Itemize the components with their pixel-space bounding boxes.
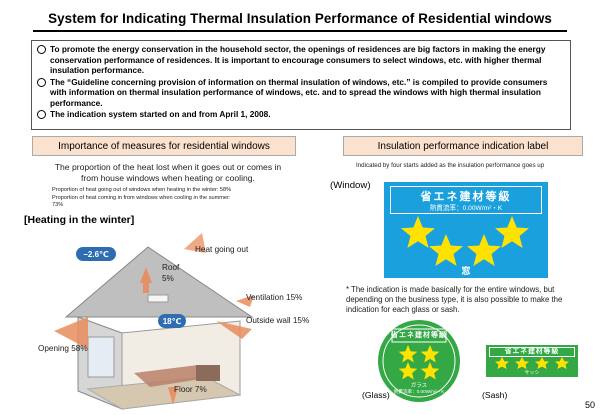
label-outside-wall: Outside wall 15% [246,316,310,325]
window-indication-label: 省エネ建材等級 熱貫流率：0.00W/m²・K 窓 [384,182,548,278]
sash-badge-title: 省エネ建材等級 [489,347,575,357]
heat-arrow-wall [216,321,252,339]
air-conditioner [147,294,169,303]
proportion-cooling: Proportion of heat coming in from window… [52,195,231,201]
house-diagram [54,233,254,410]
star-icon [535,357,549,369]
window-caption: (Window) [330,180,371,191]
section-header-label: Insulation performance indication label [343,136,583,156]
window-opening [87,336,115,378]
intro-bullet-text: The indication system started on and fro… [50,109,271,119]
lead-text: The proportion of the heat lost when it … [54,162,282,183]
star-icon [420,345,440,363]
label-opening: Opening 58% [38,344,88,353]
star-icon [495,357,509,369]
label-roof-pct: 5% [162,274,174,283]
glass-badge-rate: 熱貫流率：0.00W/m²・K [393,389,445,394]
page-number: 50 [585,400,596,410]
star-icon [429,234,463,266]
star-icon [401,216,435,248]
inside-temp-badge: 18℃ [158,314,186,328]
label-floor: Floor 7% [174,385,207,394]
proportion-cooling-value: 73% [52,202,64,206]
intro-bullet: To promote the energy conservation in th… [37,44,565,76]
sash-badge-sub: サッシ [524,370,540,376]
star-icon [398,362,418,380]
intro-box: To promote the energy conservation in th… [31,40,571,130]
outside-temp-badge: −2.6℃ [76,247,116,261]
page-title: System for Indicating Thermal Insulation… [48,11,552,26]
section-header-importance: Importance of measures for residential w… [32,136,296,156]
glass-badge-sub: ガラス [410,383,428,389]
star-icon [555,357,569,369]
label-roof: Roof [162,263,180,272]
star-icon [467,234,501,266]
intro-bullet: The indication system started on and fro… [37,109,565,120]
glass-indication-label: 省エネ建材等級 ガラス 熱貫流率：0.00W/m²・K [378,320,460,402]
sash-caption: (Sash) [482,390,508,400]
label-ventilation: Ventilation 15% [246,293,303,302]
label-heat-going-out: Heat going out [195,245,249,254]
heat-arrow-ventilation [236,295,254,307]
label-card-rate: 熱貫流率：0.00W/m²・K [429,205,503,212]
sofa [196,365,220,381]
indication-note: Indicated by four starts added as the in… [356,162,545,169]
heat-arrow-opening [54,317,88,349]
sash-indication-label: 省エネ建材等級 サッシ [486,345,578,377]
intro-bullet: The “Guideline concerning provision of i… [37,77,565,109]
bullet-circle-icon [37,77,46,87]
heating-title: [Heating in the winter] [24,214,135,226]
label-card-title: 省エネ建材等級 [420,191,512,203]
star-icon [515,357,529,369]
intro-bullet-text: To promote the energy conservation in th… [50,44,546,75]
heat-arrow-going-out [184,233,206,253]
label-card-window-mark: 窓 [461,266,471,276]
glass-badge-title: 省エネ建材等級 [391,332,447,339]
glass-caption: (Glass) [362,390,390,400]
star-icon [495,216,529,248]
bullet-circle-icon [37,110,46,119]
rug [134,365,214,387]
proportion-heating: Proportion of heat going out of windows … [52,187,232,193]
heat-arrow-floor [168,387,178,405]
bullet-circle-icon [37,45,46,54]
glass-badge-graphic [382,324,456,398]
star-icon [420,362,440,380]
sash-stars-icon [495,357,569,369]
intro-bullet-text: The “Guideline concerning provision of i… [50,76,548,108]
four-stars-icon [401,216,529,266]
indication-footnote: * The indication is made basically for t… [346,285,563,314]
label-card-header: 省エネ建材等級 熱貫流率：0.00W/m²・K [390,186,542,214]
star-icon [398,345,418,363]
title-underline [33,30,567,32]
heat-arrow-roof [140,267,152,283]
heat-arrow-roof-stem [143,283,149,293]
